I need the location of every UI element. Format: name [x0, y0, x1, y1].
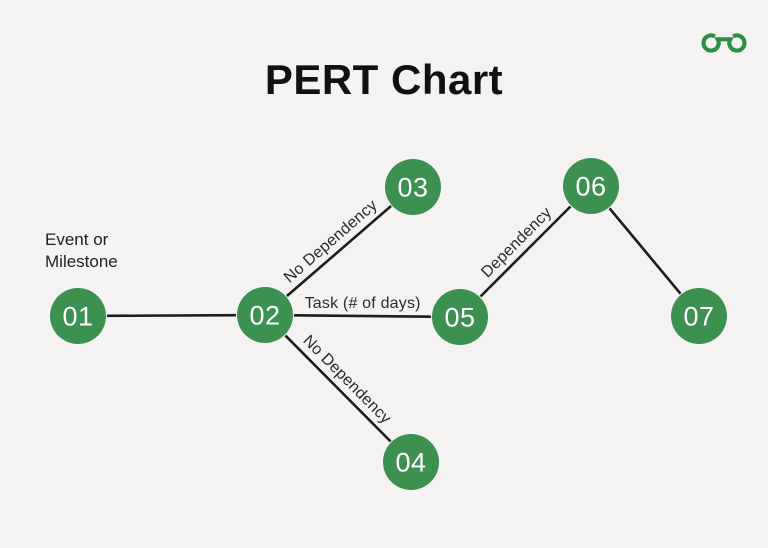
geeksforgeeks-logo-icon — [701, 33, 747, 53]
logo-gg-glyph — [701, 33, 747, 53]
node-circle-06 — [563, 158, 619, 214]
node-04: 04 — [383, 434, 439, 490]
node-label-01: 01 — [62, 301, 93, 331]
node-07: 07 — [671, 288, 727, 344]
node-circle-03 — [385, 159, 441, 215]
node-label-04: 04 — [395, 447, 426, 477]
edge-label-02-04: No Dependency — [299, 332, 394, 427]
node-06: 06 — [563, 158, 619, 214]
node-label-07: 07 — [683, 301, 714, 331]
annotation-line-1: Event or — [45, 230, 109, 249]
edge-05-06 — [479, 205, 572, 298]
node-label-02: 02 — [249, 300, 280, 330]
edge-02-05 — [293, 313, 432, 319]
node-circle-02 — [237, 287, 293, 343]
edge-label-02-05: Task (# of days) — [305, 295, 421, 312]
node-01: 01 — [50, 288, 106, 344]
annotation-line-2: Milestone — [45, 252, 118, 271]
event-milestone-annotation: Event or Milestone — [45, 229, 118, 273]
edge-label-05-06: Dependency — [478, 204, 555, 281]
node-circle-04 — [383, 434, 439, 490]
node-05: 05 — [432, 289, 488, 345]
node-03: 03 — [385, 159, 441, 215]
node-label-03: 03 — [397, 172, 428, 202]
edge-01-02 — [106, 313, 237, 318]
node-circle-07 — [671, 288, 727, 344]
node-label-06: 06 — [575, 171, 606, 201]
edge-label-02-03: No Dependency — [281, 197, 381, 287]
node-circle-01 — [50, 288, 106, 344]
node-label-05: 05 — [444, 302, 475, 332]
edge-06-07 — [608, 207, 682, 295]
page-title: PERT Chart — [264, 56, 504, 103]
edge-02-04 — [284, 334, 392, 443]
node-02: 02 — [237, 287, 293, 343]
edge-02-03 — [286, 204, 392, 298]
node-circle-05 — [432, 289, 488, 345]
